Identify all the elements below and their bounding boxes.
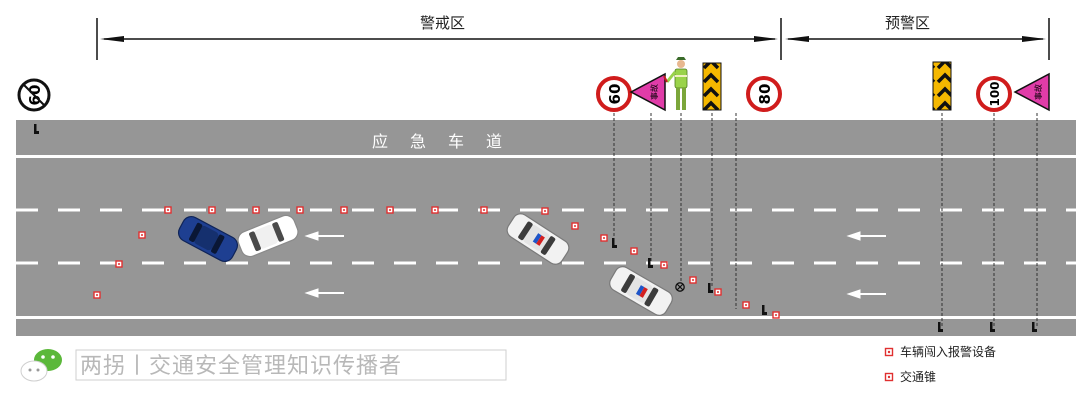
- traffic-cones: [93, 206, 780, 319]
- traffic-cone: [340, 206, 348, 214]
- accident-sign-text: 事故: [649, 84, 659, 100]
- legend-label-traffic-cone: 交通锥: [900, 369, 936, 384]
- speed-limit-sign-60: 60: [596, 76, 632, 112]
- direction-arrow: [304, 288, 344, 298]
- direction-arrow: [304, 231, 344, 241]
- pre-warning-zone-label: 预警区: [885, 14, 930, 32]
- legend: 车辆闯入报警设备 交通锥: [884, 344, 996, 384]
- traffic-direction-arrows: [304, 231, 886, 299]
- direction-arrow: [846, 289, 886, 299]
- officer-position-marker: [675, 282, 685, 292]
- wechat-icon: [20, 349, 62, 382]
- accident-warning-sign: 事故: [629, 72, 666, 112]
- speed-limit-sign-100: 100: [976, 76, 1012, 112]
- traffic-cone-icon: [884, 372, 894, 382]
- chevron-guide-sign-pre-warning: [932, 61, 952, 111]
- speed-limit-100-value: 100: [988, 81, 1002, 106]
- traffic-cone: [630, 247, 638, 255]
- speed-limit-end-sign: 60: [17, 78, 51, 112]
- warning-zone-dimension: 警戒区: [96, 14, 782, 60]
- police-car: [609, 266, 673, 316]
- traffic-cone: [386, 206, 394, 214]
- traffic-cone: [571, 222, 579, 230]
- emergency-lane-edge-line: [16, 155, 1076, 158]
- traffic-cone: [296, 206, 304, 214]
- police-car: [506, 213, 570, 265]
- traffic-cone: [689, 276, 697, 284]
- placement-ticks: [34, 124, 1037, 332]
- intrusion-alarm-icon: [884, 347, 894, 357]
- blue-accident-car: [177, 216, 239, 262]
- traffic-cone: [660, 261, 668, 269]
- traffic-cone: [742, 301, 750, 309]
- traffic-cone: [164, 206, 172, 214]
- white-accident-car: [237, 214, 299, 258]
- traffic-cone: [93, 291, 101, 299]
- road-edge-line: [16, 316, 1076, 319]
- traffic-cone: [714, 288, 722, 296]
- speed-limit-80-value: 80: [756, 84, 774, 105]
- traffic-cone: [600, 234, 608, 242]
- traffic-cone: [772, 311, 780, 319]
- watermark-text: 两拐丨交通安全管理知识传播者: [80, 354, 402, 379]
- chevron-guide-sign: [702, 62, 722, 111]
- legend-label-intrusion-alarm: 车辆闯入报警设备: [900, 344, 996, 359]
- legend-item-traffic-cone: 交通锥: [884, 369, 936, 384]
- pre-warning-zone-dimension: 预警区: [785, 14, 1050, 60]
- traffic-cone: [480, 206, 488, 214]
- accident-warning-sign-pre-warning: 事故: [1013, 72, 1050, 112]
- direction-arrow: [846, 231, 886, 241]
- accident-sign-text-pre-warning: 事故: [1033, 84, 1043, 100]
- sign-leader-lines: [613, 113, 1038, 326]
- traffic-cone: [541, 207, 549, 215]
- speed-limit-60-value: 60: [606, 84, 624, 105]
- emergency-lane-label: 应急车道: [372, 132, 524, 151]
- traffic-cone: [115, 260, 123, 268]
- traffic-cone: [138, 231, 146, 239]
- watermark: 两拐丨交通安全管理知识传播者: [20, 349, 507, 382]
- traffic-cone: [252, 206, 260, 214]
- traffic-cone: [208, 206, 216, 214]
- traffic-cone: [431, 206, 439, 214]
- speed-limit-sign-80: 80: [746, 76, 782, 112]
- warning-zone-label: 警戒区: [420, 14, 465, 32]
- traffic-officer-icon: [663, 57, 688, 110]
- legend-item-intrusion-alarm: 车辆闯入报警设备: [884, 344, 996, 359]
